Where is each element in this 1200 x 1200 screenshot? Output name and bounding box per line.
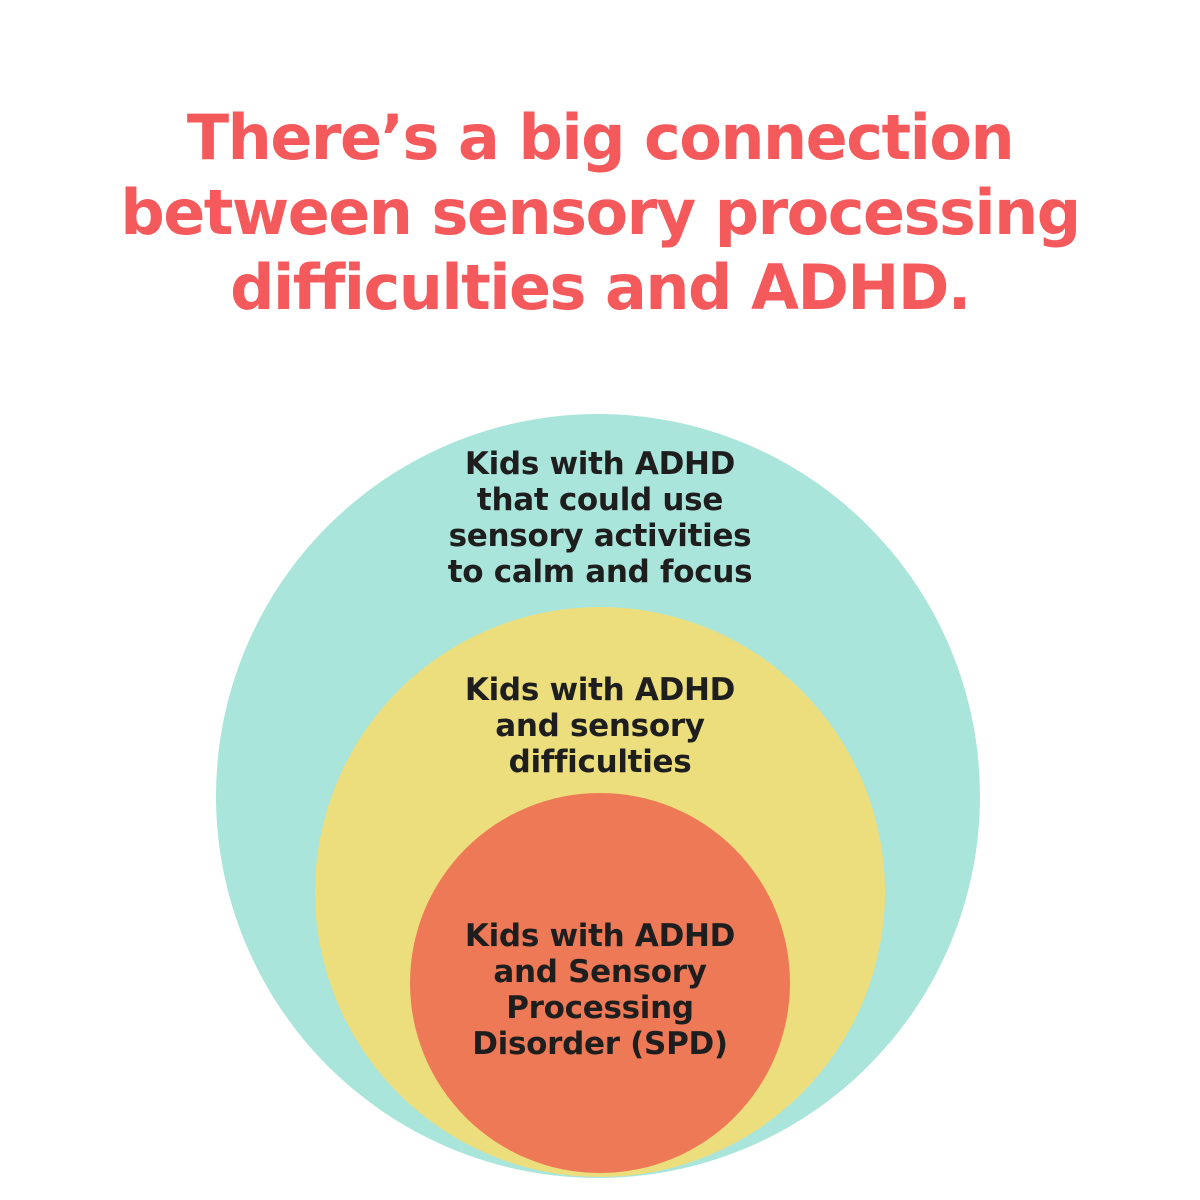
outer-label-line-1: Kids with ADHD — [464, 446, 736, 482]
outer-label-line-3: sensory activities — [448, 518, 752, 554]
outer-label-line-4: to calm and focus — [447, 554, 753, 590]
inner-label-line-1: Kids with ADHD — [464, 918, 736, 954]
middle-label-line-3: difficulties — [508, 744, 692, 780]
page-title: There’s a big connection between sensory… — [0, 100, 1200, 325]
title-line-3: difficulties and ADHD. — [230, 251, 971, 324]
title-line-1: There’s a big connection — [186, 101, 1015, 174]
middle-label-line-1: Kids with ADHD — [464, 672, 736, 708]
inner-circle-label: Kids with ADHD and Sensory Processing Di… — [464, 918, 736, 1062]
inner-circle-spd — [410, 793, 790, 1173]
title-line-2: between sensory processing — [120, 176, 1081, 249]
inner-label-line-2: and Sensory — [493, 954, 707, 990]
inner-label-line-3: Processing — [506, 990, 694, 1026]
middle-label-line-2: and sensory — [495, 708, 705, 744]
outer-label-line-2: that could use — [476, 482, 724, 518]
middle-circle-label: Kids with ADHD and sensory difficulties — [464, 672, 736, 780]
inner-label-line-4: Disorder (SPD) — [472, 1026, 728, 1062]
outer-circle-label: Kids with ADHD that could use sensory ac… — [447, 446, 753, 590]
